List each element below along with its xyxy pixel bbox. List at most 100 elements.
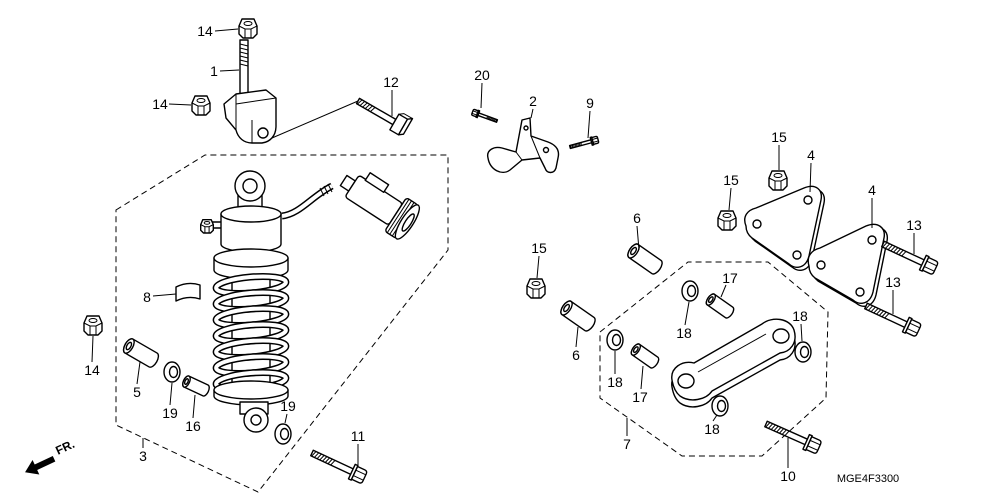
callout-19: 19 <box>162 382 178 421</box>
callout-number: 1 <box>210 63 218 79</box>
plate-hole <box>793 251 801 259</box>
screw-20 <box>470 108 499 125</box>
spring <box>212 272 290 394</box>
bolt-13-upper <box>878 236 940 277</box>
leader-line <box>91 335 94 363</box>
callout-14: 14 <box>152 96 192 112</box>
callout-14: 14 <box>84 335 100 378</box>
collar-5 <box>120 336 162 370</box>
callout-12: 12 <box>383 74 399 116</box>
callout-number: 13 <box>906 217 922 233</box>
plate-hole <box>817 261 825 269</box>
callout-10: 10 <box>780 438 796 484</box>
leader-line <box>684 301 690 326</box>
callout-number: 17 <box>632 389 648 405</box>
collar-17-lower <box>628 341 662 371</box>
callout-number: 15 <box>723 172 739 188</box>
hose-fill <box>281 184 333 218</box>
nut-15-middle <box>717 210 737 231</box>
link-arm-7 <box>672 319 795 407</box>
bolt-thread <box>357 99 375 113</box>
washer-18-bottom <box>711 395 729 417</box>
callout-number: 13 <box>885 274 901 290</box>
callout-6: 6 <box>633 210 641 251</box>
callout-1: 1 <box>210 63 240 79</box>
leader-line <box>809 162 812 193</box>
callout-number: 15 <box>771 129 787 145</box>
washer-19-left <box>163 361 181 383</box>
plate-face <box>808 224 884 303</box>
bleed-nut <box>200 219 214 234</box>
callout-4: 4 <box>807 147 815 193</box>
leader-line <box>219 69 240 72</box>
callout-number: 2 <box>529 93 537 109</box>
callout-17: 17 <box>632 365 648 405</box>
callout-number: 5 <box>133 384 141 400</box>
spring-seat-upper-top <box>214 249 288 267</box>
callout-11: 11 <box>351 428 366 465</box>
hose-fitting <box>320 184 332 196</box>
top-eye-bore <box>243 179 257 193</box>
stud-thread <box>240 44 248 66</box>
callout-number: 17 <box>722 270 738 286</box>
mount-bolt-axis <box>272 101 358 138</box>
arm-eye-left <box>678 374 694 388</box>
washer-18-right <box>794 341 812 363</box>
callout-number: 9 <box>586 95 594 111</box>
callout-15: 15 <box>771 129 787 170</box>
callout-number: 7 <box>623 436 631 452</box>
knob-center <box>400 212 416 232</box>
callout-15: 15 <box>531 240 547 279</box>
leader-line <box>712 414 718 422</box>
callout-14: 14 <box>197 23 239 39</box>
nut-15-top <box>768 170 788 191</box>
callout-7: 7 <box>623 418 631 452</box>
callout-number: 3 <box>139 448 147 464</box>
bolt-shaft <box>357 98 396 124</box>
front-arrow-icon <box>25 456 56 475</box>
lower-eye-bore <box>251 415 261 425</box>
washer-18-top <box>681 280 699 302</box>
bracket-plate <box>488 118 559 173</box>
bolt-13-lower <box>861 298 923 339</box>
bolt-head-side <box>399 117 413 137</box>
plate-hole <box>804 196 812 204</box>
callout-number: 14 <box>197 23 213 39</box>
leader-line <box>587 110 591 139</box>
plate-hole <box>868 236 876 244</box>
arm-rib <box>698 334 766 372</box>
leader-line <box>136 361 141 385</box>
arm-face <box>672 319 795 400</box>
leader-line <box>536 255 540 279</box>
callout-15: 15 <box>723 172 739 211</box>
nut-14-top <box>238 18 258 39</box>
washer-19-right <box>274 423 292 445</box>
callout-number: 8 <box>143 289 151 305</box>
callout-number: 15 <box>531 240 547 256</box>
front-label: FR. <box>53 437 76 458</box>
shock-absorber <box>200 163 424 432</box>
bracket-hole <box>544 148 549 153</box>
leader-line <box>169 382 173 406</box>
callout-number: 11 <box>351 428 366 444</box>
callout-number: 6 <box>633 210 641 226</box>
callout-18: 18 <box>792 308 808 342</box>
callout-number: 16 <box>185 418 201 434</box>
leader-line <box>636 225 640 251</box>
collar-16 <box>180 374 212 398</box>
bolt-11 <box>307 445 369 486</box>
callout-number: 18 <box>704 421 720 437</box>
leader-line <box>800 323 803 342</box>
bracket-2 <box>488 118 559 173</box>
shock-assembly-outline <box>115 154 449 493</box>
callout-18: 18 <box>607 351 623 390</box>
callout-number: 14 <box>152 96 168 112</box>
bolt-12 <box>354 91 413 137</box>
callout-16: 16 <box>185 394 201 434</box>
callout-number: 18 <box>676 325 692 341</box>
remote-preload-adjuster <box>333 163 424 242</box>
spring-seat-lower-top <box>214 381 288 399</box>
leader-line <box>192 394 196 419</box>
upper-mount-bracket <box>224 40 276 143</box>
